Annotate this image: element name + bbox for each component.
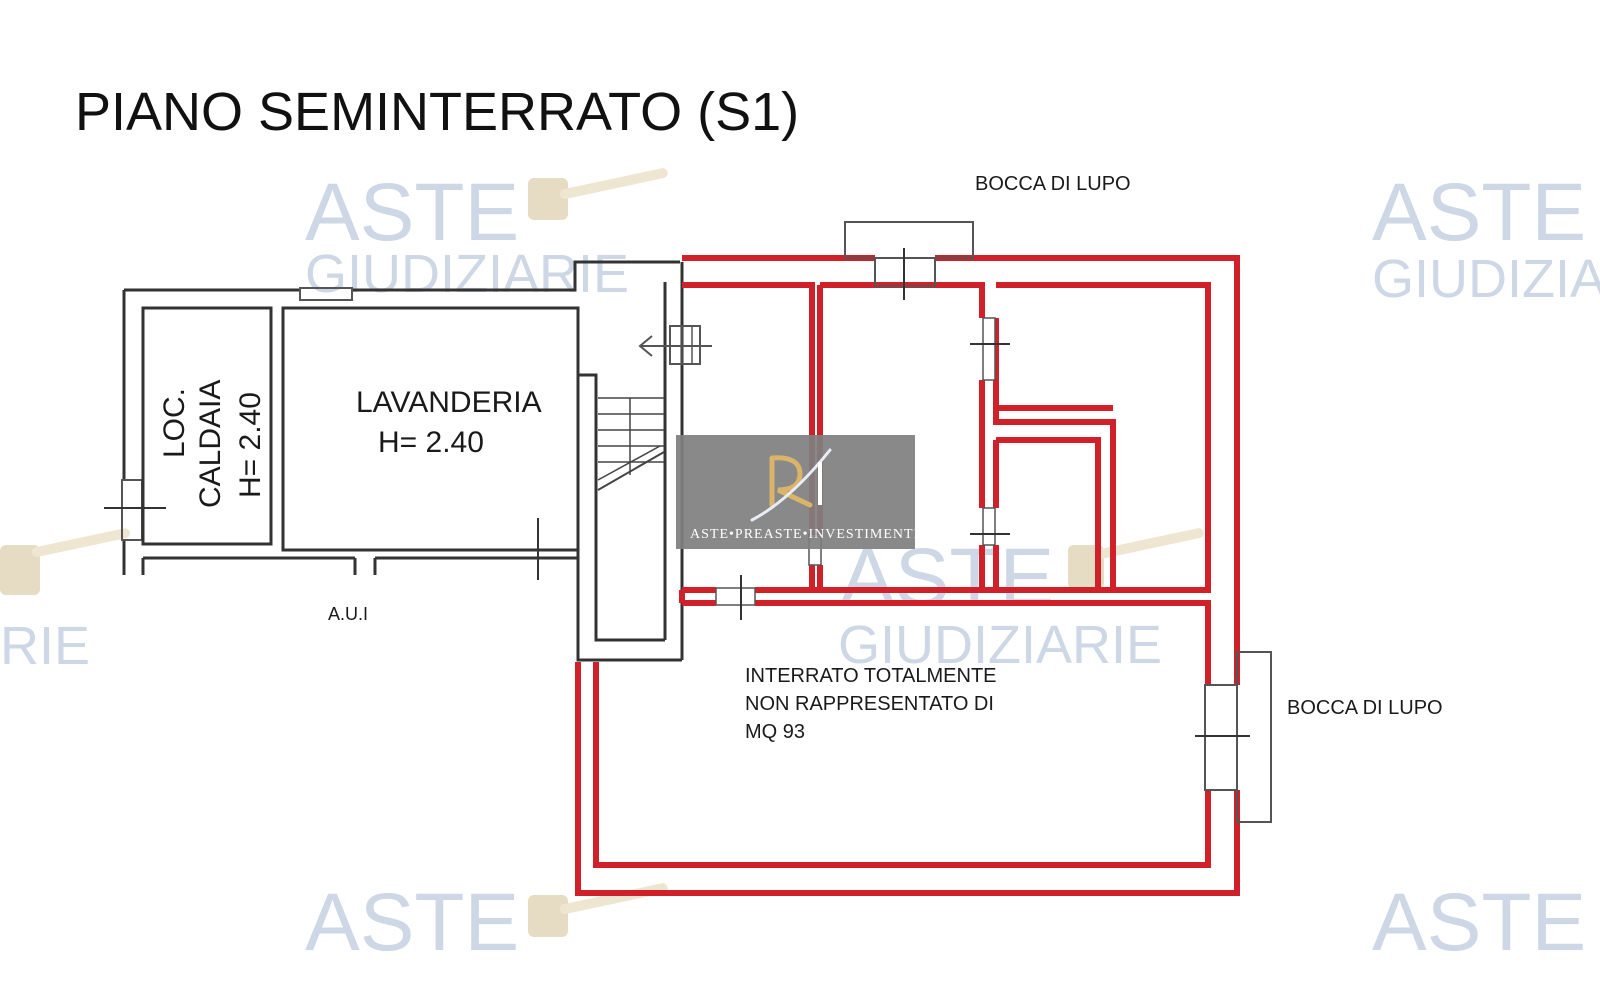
logo-caption: ASTE•PREASTE•INVESTIMENTI (690, 527, 919, 542)
interrato-walls (575, 255, 1240, 896)
loc-caldaia-label: LOC. CALDAIA H= 2.40 (158, 380, 267, 508)
watermark-bottom-center: ASTE (305, 877, 668, 968)
window-icon (299, 287, 353, 301)
watermark-giudiziarie-text: GIUDIZIARIE (305, 244, 629, 304)
lavanderia-height: H= 2.40 (378, 426, 484, 459)
watermark-aste-text: ASTE (1372, 167, 1586, 258)
loc-caldaia-line2: CALDAIA (194, 380, 227, 508)
watermark-middle-left: RIE (0, 528, 130, 676)
interrato-note-line1: INTERRATO TOTALMENTE (745, 665, 997, 687)
watermark-bottom-right: ASTE (1372, 877, 1586, 968)
entry-arrow-icon (638, 325, 712, 365)
watermark-giudiziarie-text: GIUDIZIA (1372, 249, 1600, 309)
bocca-di-lupo-top-label: BOCCA DI LUPO (975, 173, 1131, 195)
watermark-aste-text: ASTE (1372, 877, 1586, 968)
watermark-giudiziarie-text: GIUDIZIARIE (838, 615, 1162, 675)
aste-preaste-logo: ASTE•PREASTE•INVESTIMENTI (676, 435, 919, 549)
logo-monogram-icon (750, 448, 832, 522)
gavel-icon (528, 168, 668, 220)
loc-caldaia-line3: H= 2.40 (234, 392, 267, 498)
watermark-top-center: ASTE GIUDIZIARIE (305, 167, 668, 304)
bocca-di-lupo-right-label: BOCCA DI LUPO (1287, 697, 1443, 719)
door-marks (715, 317, 1010, 620)
bocca-di-lupo-top-window (844, 221, 974, 300)
gavel-icon (1068, 528, 1204, 589)
interrato-note-line3: MQ 93 (745, 721, 805, 743)
loc-caldaia-room (141, 306, 273, 546)
gavel-icon (0, 528, 130, 595)
watermark-aste-text: ASTE (305, 167, 519, 258)
loc-caldaia-line1: LOC. (158, 388, 191, 458)
plan-title: PIANO SEMINTERRATO (S1) (75, 82, 799, 142)
watermark-top-right: ASTE GIUDIZIA (1372, 167, 1600, 309)
left-wing-walls (104, 260, 684, 662)
bocca-di-lupo-right-window (1195, 651, 1272, 823)
staircase (597, 397, 665, 491)
watermark-giudiziarie-text: RIE (0, 616, 90, 676)
lavanderia-name: LAVANDERIA (356, 386, 542, 419)
watermark-center: ASTE GIUDIZIARIE (838, 528, 1204, 675)
interrato-note-line2: NON RAPPRESENTATO DI (745, 693, 994, 715)
watermark-aste-text: ASTE (305, 877, 519, 968)
aui-label: A.U.I (328, 604, 368, 624)
